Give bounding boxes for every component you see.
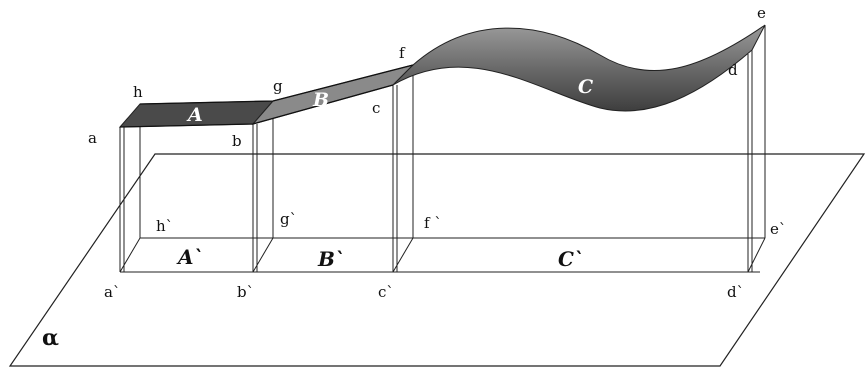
- point-b-label: b: [232, 132, 242, 150]
- point-a-label: a: [88, 129, 97, 147]
- point-h-label: h: [133, 83, 143, 101]
- point-e-prime-label: e`: [770, 220, 786, 238]
- point-g-label: g: [273, 77, 283, 95]
- point-d-label: d: [728, 61, 738, 79]
- surface-A-label: A: [186, 104, 203, 126]
- surface-B-label: B: [312, 89, 329, 111]
- point-b-prime-label: b`: [237, 283, 254, 301]
- projection-verticals: [119, 25, 766, 272]
- point-c-prime-label: c`: [378, 283, 394, 301]
- point-a-prime-label: a`: [104, 283, 120, 301]
- projection-A-label: A`: [176, 245, 204, 269]
- point-c-label: c: [372, 99, 380, 117]
- point-e-label: e: [757, 4, 766, 22]
- plane-alpha: [8, 153, 866, 367]
- surface-C: [392, 24, 766, 112]
- projection-region: [119, 237, 766, 273]
- point-d-prime-label: d`: [727, 283, 744, 301]
- projection-B-label: B`: [317, 247, 345, 271]
- point-f-label: f: [399, 44, 406, 62]
- plane-alpha-label: α: [42, 325, 59, 351]
- point-g-prime-label: g`: [280, 210, 297, 228]
- projection-C-label: C`: [558, 247, 584, 271]
- point-f-prime-label: f `: [424, 214, 442, 232]
- surface-C-label: C: [578, 76, 593, 98]
- point-h-prime-label: h`: [156, 217, 173, 235]
